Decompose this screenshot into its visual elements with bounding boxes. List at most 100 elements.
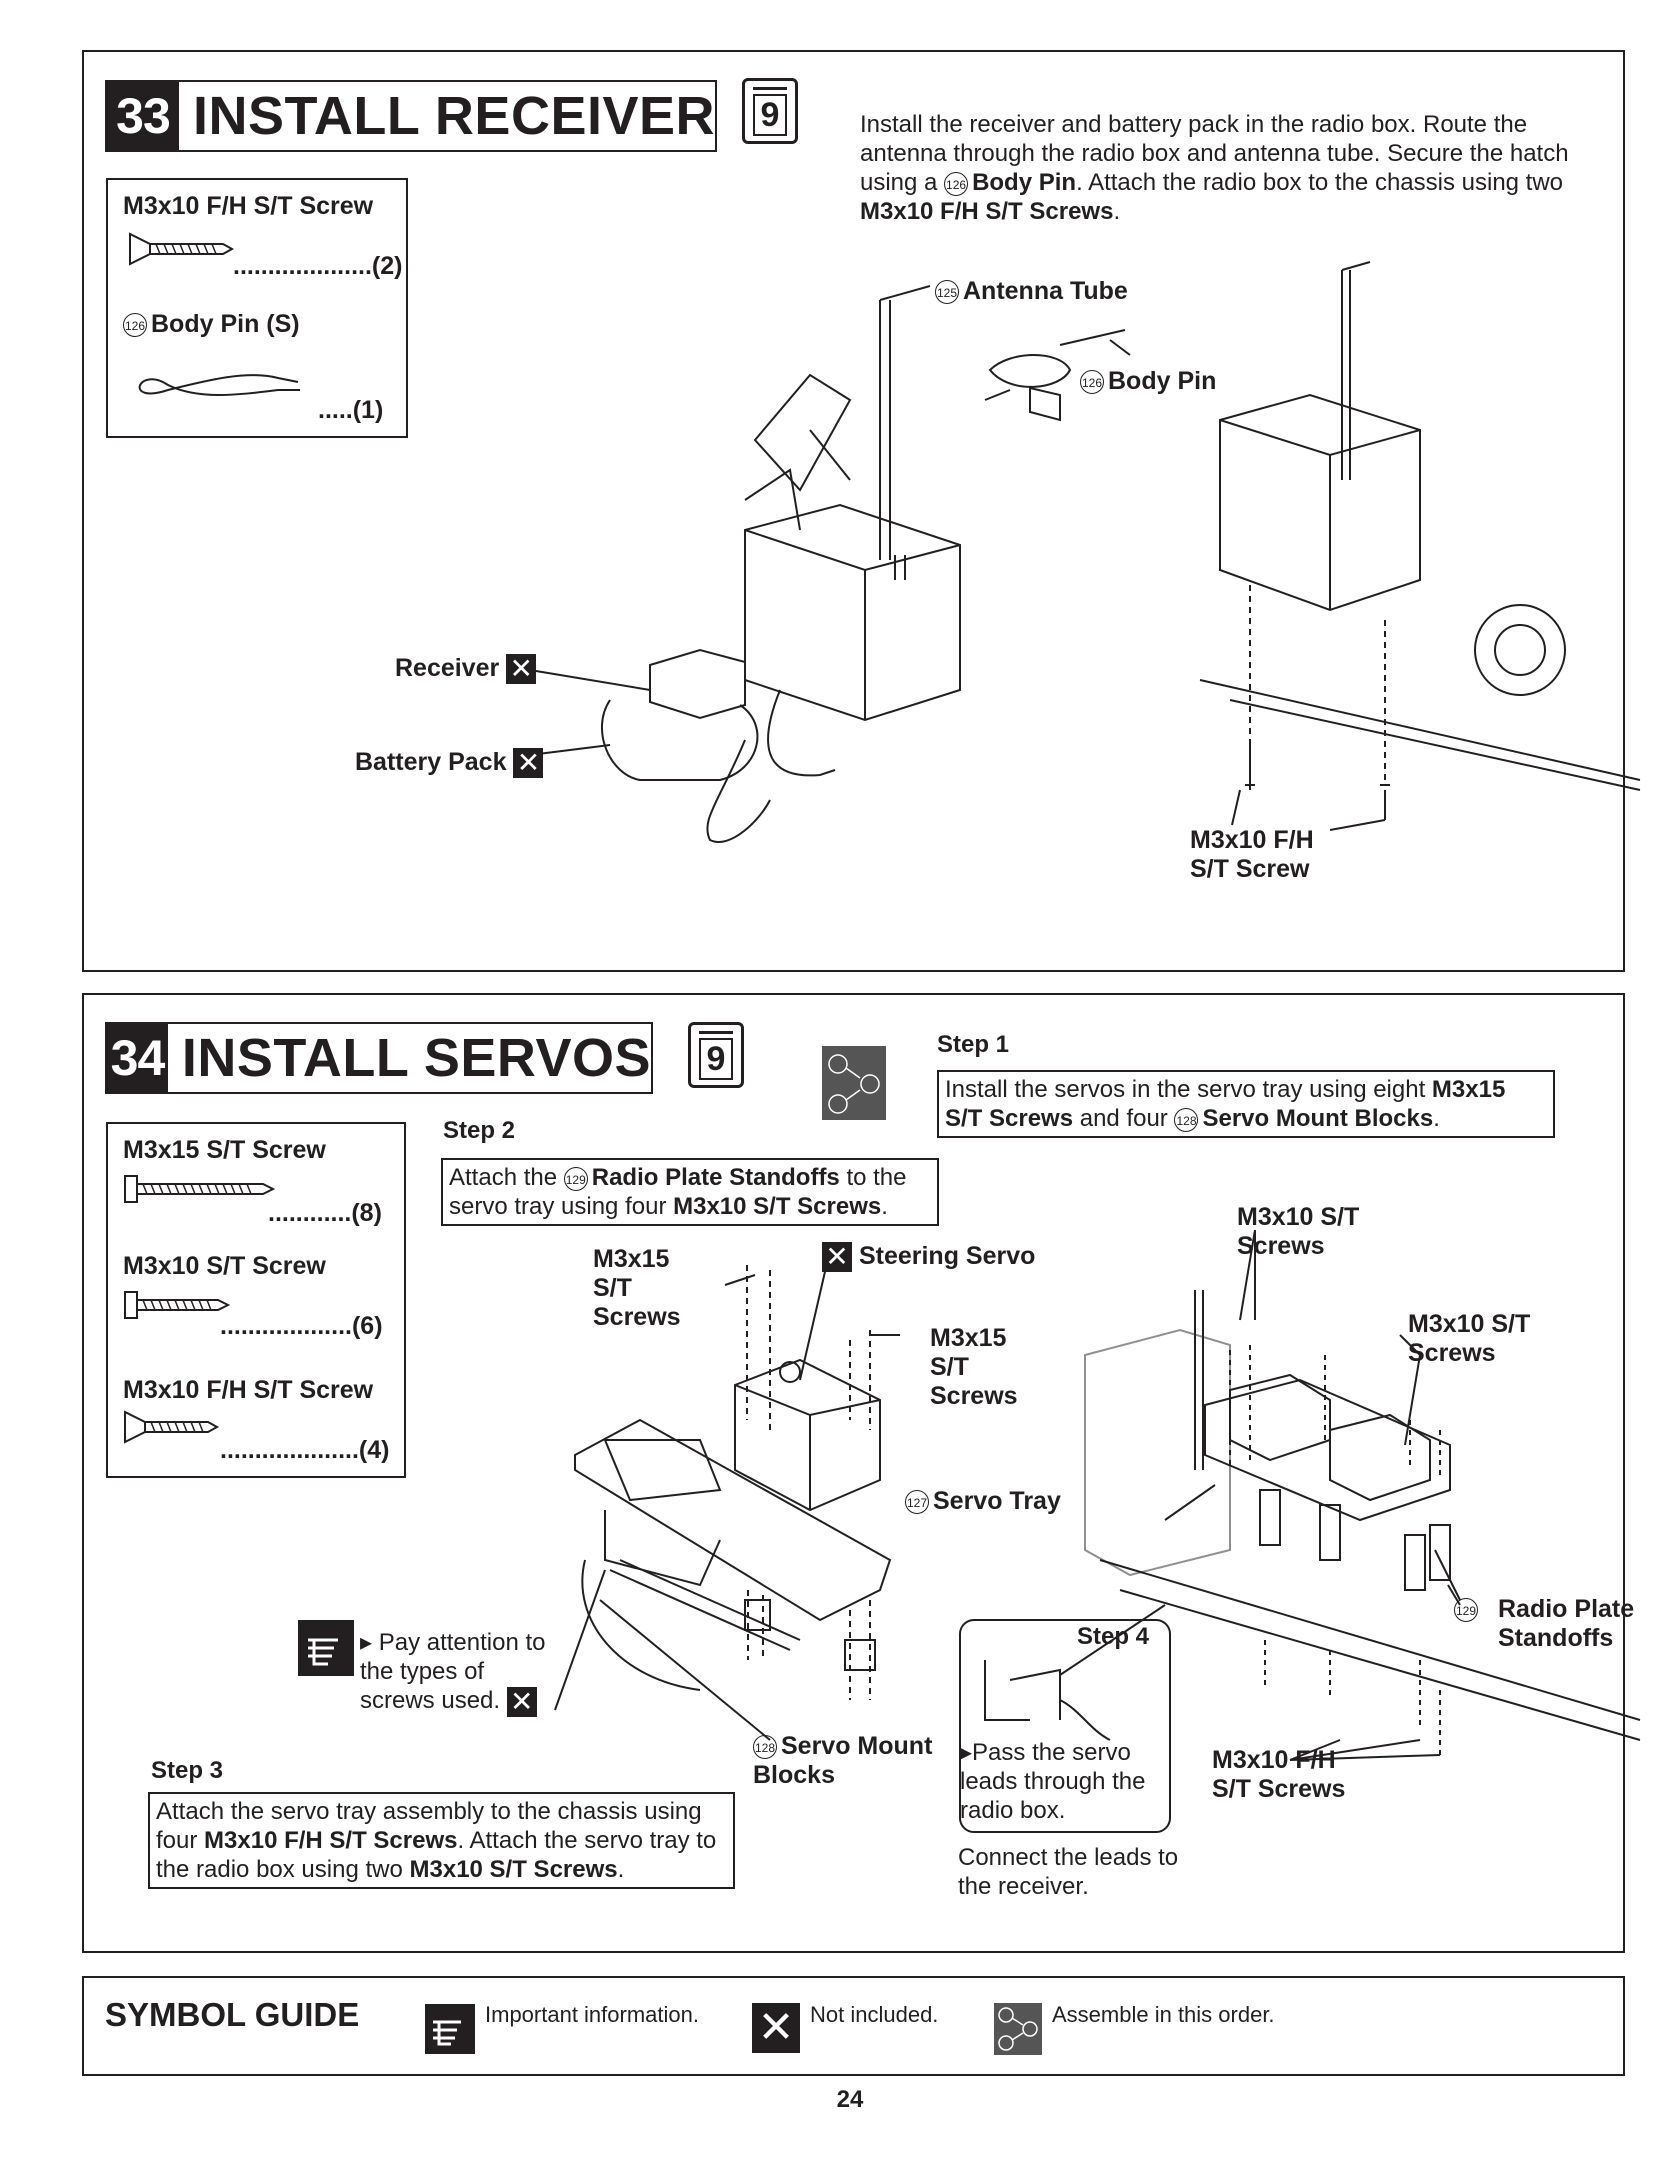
instruction-text: . Attach the servo tray to the radio box… [156,1827,717,1883]
order-arrows-icon [998,2007,1038,2051]
symbol-guide-panel [82,1976,1625,2076]
assembly-order-icon [994,2003,1042,2055]
pan-head-screw-icon [124,1175,276,1203]
important-info-text: Important information. [485,2002,699,2027]
parts-box-33: M3x10 F/H S/T Screw ....................… [106,178,408,438]
part-ref-badge: 127 [905,1490,929,1515]
instruction-bold: Radio Plate Standoffs [591,1164,840,1191]
instruction-text: and four [1079,1105,1168,1132]
fh-screws-label: M3x10 F/H S/T Screws [1212,1746,1346,1803]
instruction-text: Pass the servo leads through the radio b… [960,1739,1146,1824]
part-name: M3x10 S/T Screw [123,1252,326,1280]
important-info-icon [298,1620,354,1676]
step-33-instructions: Install the receiver and battery pack in… [860,110,1580,226]
m3x10-screws-label-b: M3x10 S/T Screws [1408,1310,1531,1367]
not-included-icon: ✕ [822,1242,852,1273]
part-name-text: Body Pin (S) [151,310,300,338]
step3-label: Step 3 [151,1757,224,1784]
pointing-hand-icon [308,1638,338,1666]
instruction-bold: M3x10 F/H S/T Screws [204,1827,458,1854]
step2-label: Step 2 [443,1117,516,1144]
instruction-bold: M3x10 F/H S/T Screws [860,198,1114,225]
assembly-order-text: Assemble in this order. [1052,2002,1275,2027]
not-included-icon: ✕ [752,2003,800,2053]
symbol-guide-title: SYMBOL GUIDE [105,1996,360,2033]
not-included-text: Not included. [810,2002,939,2027]
instruction-bold: Servo Mount Blocks [1202,1105,1434,1132]
step-number: 34 [107,1024,168,1092]
label-text: Servo Tray [933,1487,1061,1515]
step-title: INSTALL RECEIVER [192,86,715,146]
step-34-header: 34 INSTALL SERVOS [105,1022,653,1094]
step1-label: Step 1 [937,1031,1010,1058]
instruction-bold: M3x15 S/T Screws [945,1076,1506,1132]
step-33-header: 33 INSTALL RECEIVER [105,80,717,152]
note-text: Pay attention to the types of screws use… [360,1629,546,1714]
instruction-text: Install the servos in the servo tray usi… [945,1076,1426,1103]
step4-connect-text: Connect the leads to the receiver. [958,1844,1179,1900]
m3x10-screws-label-a: M3x10 S/T Screws [1237,1203,1360,1260]
part-ref-badge: 126 [944,171,969,196]
pan-head-screw-icon [124,1291,231,1319]
label-text: Steering Servo [858,1242,1036,1270]
m3x15-screws-label-right: M3x15 S/T Screws [930,1324,1018,1410]
part-name: M3x10 F/H S/T Screw [123,1376,374,1404]
not-included-icon: ✕ [506,654,537,685]
not-included-icon: ✕ [506,1686,537,1717]
label-text: Body Pin [1108,367,1217,395]
part-ref-badge: 126 [123,313,147,338]
important-info-icon [425,2004,475,2054]
part-name: M3x10 F/H S/T Screw [123,192,374,220]
instruction-bold: M3x10 S/T Screws [409,1856,618,1883]
bag-icon: 9 [688,1022,744,1088]
instruction-text: Install the receiver and battery pack in… [860,111,1569,196]
label-text: M3x10 F/H [1190,826,1314,854]
body-pin-icon [138,374,300,396]
receiver-label: Receiver ✕ [395,654,537,685]
label-text: Receiver [395,654,500,682]
part-name: M3x15 S/T Screw [123,1136,326,1164]
part-qty: ...................(6) [220,1312,383,1340]
order-arrows-icon [828,1054,880,1114]
part-ref-badge: 128 [1174,1107,1199,1132]
label-text: Servo Mount Blocks [753,1732,933,1789]
part-qty: ....................(2) [233,252,403,280]
instruction-bold: Body Pin [972,169,1077,196]
instruction-text: . [881,1193,888,1220]
step-title: INSTALL SERVOS [181,1028,651,1088]
pointing-hand-icon [433,2020,461,2046]
instruction-text: . [617,1856,625,1883]
instruction-bold: M3x10 S/T Screws [673,1193,882,1220]
instruction-text: . [1113,198,1121,225]
instruction-text: . [1433,1105,1440,1132]
label-text: Battery Pack [355,748,507,776]
part-qty: ....................(4) [220,1436,390,1464]
step3-instructions: Attach the servo tray assembly to the ch… [148,1792,735,1889]
step-number: 33 [107,82,179,150]
part-ref-badge: 129 [1454,1598,1478,1622]
label-text: Antenna Tube [963,277,1128,305]
part-ref-badge: 128 [753,1735,777,1760]
label-text: Radio Plate Standoffs [1498,1595,1635,1652]
radio-plate-standoffs-label: 129 Radio Plate Standoffs [1454,1595,1638,1653]
flat-head-screw-icon [124,1410,220,1444]
steering-servo-label: ✕ Steering Servo [822,1242,1036,1273]
label-text: S/T Screw [1190,855,1310,883]
bag-icon: 9 [742,78,798,144]
page-number: 24 [836,2086,864,2113]
instruction-text: Attach the [449,1164,558,1191]
part-ref-badge: 126 [1080,370,1104,395]
part-qty: .....(1) [318,396,384,424]
battery-pack-label: Battery Pack ✕ [355,748,544,779]
assembly-order-icon [822,1046,886,1120]
step1-instructions: Install the servos in the servo tray usi… [937,1070,1555,1138]
flat-head-screw-icon [129,232,235,266]
